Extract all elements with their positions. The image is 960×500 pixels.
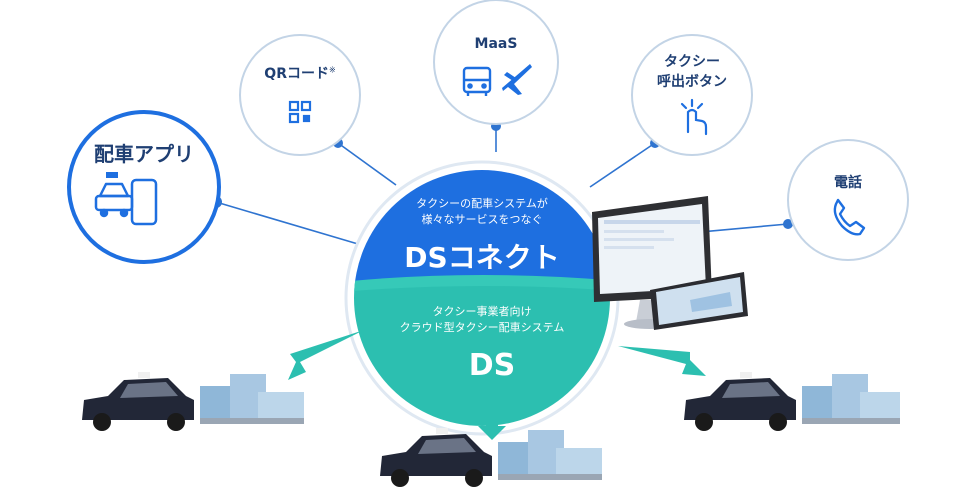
center-top-caption-line2: 様々なサービスをつなぐ [421, 213, 543, 226]
tablet-device [650, 272, 748, 330]
node-circle-qr [239, 34, 361, 156]
node-label-qr: QRコード※ [250, 63, 350, 83]
telephone-icon [833, 198, 866, 236]
arrow-right [618, 346, 706, 376]
node-label-app: 配車アプリ [94, 142, 194, 166]
center-bottom-caption: タクシー事業者向け クラウド型タクシー配車システム [372, 304, 592, 336]
press-button-icon [680, 98, 708, 136]
bus-icon [462, 66, 492, 96]
line-qr [337, 142, 397, 186]
taxi-app-icon [94, 172, 158, 226]
arrow-left [288, 330, 364, 380]
node-circle-phone [787, 139, 909, 261]
call-button-line1: タクシー [664, 54, 720, 70]
node-label-maas: MaaS [474, 36, 518, 52]
call-button-line2: 呼出ボタン [657, 74, 727, 90]
center-bottom-title: DS [468, 348, 516, 383]
node-label-call-button: タクシー 呼出ボタン [640, 52, 744, 92]
line-button [589, 142, 656, 188]
taxi-scene-bottom [380, 428, 602, 487]
node-circle-maas [433, 0, 559, 125]
node-label-phone: 電話 [834, 175, 862, 191]
center-bottom-caption-line2: クラウド型タクシー配車システム [399, 321, 565, 334]
line-app [215, 201, 359, 245]
airplane-icon [502, 64, 532, 95]
taxi-scene-right [684, 372, 900, 431]
qr-label-text: QRコード [264, 66, 329, 82]
monitor-device [592, 196, 712, 329]
node-circle-button [631, 34, 753, 156]
center-bottom-caption-line1: タクシー事業者向け [432, 305, 532, 318]
arrows-to-taxis [288, 330, 706, 440]
center-top-title: DSコネクト [404, 241, 560, 274]
arrow-bottom [478, 418, 506, 440]
qr-code-icon [288, 100, 312, 124]
center-top-caption: タクシーの配車システムが 様々なサービスをつなぐ [382, 196, 582, 228]
qr-label-note: ※ [328, 65, 336, 75]
taxi-scene-left [82, 372, 304, 431]
center-top-caption-line1: タクシーの配車システムが [416, 197, 548, 210]
